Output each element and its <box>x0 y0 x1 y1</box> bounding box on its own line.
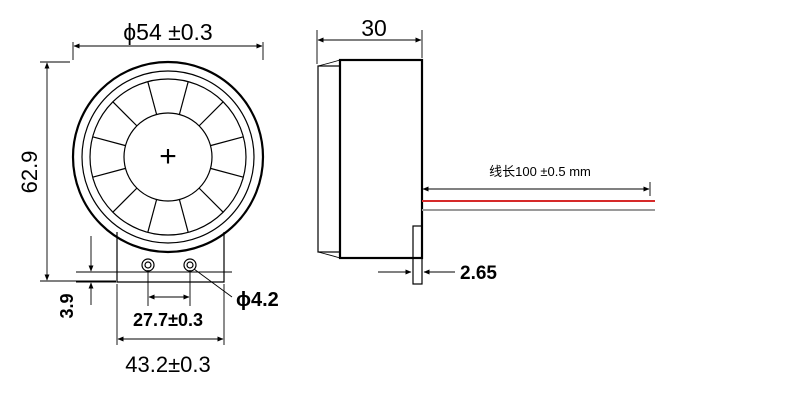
grille-center-circle <box>123 112 213 202</box>
side-view: 30 2.65 线长100 ±0.5 mm <box>316 15 655 285</box>
grille-spoke <box>178 81 189 115</box>
side-front-rim <box>317 65 341 253</box>
label-width-43-2: 43.2±0.3 <box>125 352 210 377</box>
grille-spoke <box>147 81 158 115</box>
label-dia-4-2: ϕ4.2 <box>236 289 279 311</box>
side-rim-bottom-curve <box>317 251 341 259</box>
plus-mark: + <box>159 140 177 173</box>
label-wire-length: 线长100 ±0.5 mm <box>489 164 591 179</box>
mount-hole-right-inner <box>186 261 194 269</box>
grille-spoke <box>147 199 158 233</box>
grille-spoke <box>210 167 244 178</box>
label-depth-30: 30 <box>361 15 387 41</box>
label-pitch-27-7: 27.7±0.3 <box>133 310 203 330</box>
side-mount-plate <box>412 225 423 285</box>
grille-spoke <box>198 187 224 213</box>
mounting-bracket <box>116 232 225 283</box>
label-dia-54: ϕ54 ±0.3 <box>123 19 212 45</box>
label-dim-3-9: 3.9 <box>57 293 77 318</box>
housing-outer-ring <box>71 60 265 254</box>
label-thickness-2-65: 2.65 <box>460 263 497 284</box>
label-height-62-9: 62.9 <box>17 151 42 194</box>
front-view: + ϕ54 ±0.3 62.9 3.9 ϕ4.2 27.7±0.3 43.2±0… <box>17 19 279 377</box>
mount-hole-left <box>141 258 155 272</box>
grille-spoke <box>198 101 224 127</box>
grille-spokes <box>92 81 244 233</box>
side-body <box>338 58 424 260</box>
grille-spoke <box>178 199 189 233</box>
grille-spoke <box>112 101 138 127</box>
leader-dia-4-2 <box>193 268 233 298</box>
mount-hole-left-inner <box>144 261 152 269</box>
housing-second-ring <box>81 70 255 244</box>
grille-outer-ring <box>89 78 247 236</box>
side-rim-top-curve <box>317 59 341 67</box>
grille-spoke <box>210 136 244 147</box>
grille-spoke <box>112 187 138 213</box>
grille-spoke <box>92 167 126 178</box>
grille-spoke <box>92 136 126 147</box>
